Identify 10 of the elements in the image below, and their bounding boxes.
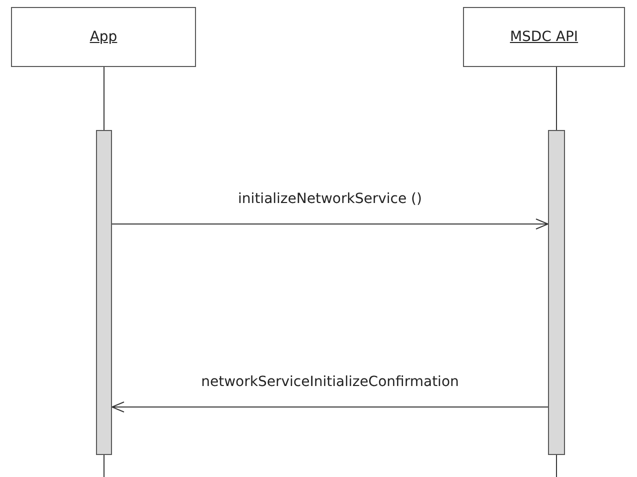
activation-bar [96, 130, 112, 455]
message-arrow [112, 402, 548, 412]
message-label: initializeNetworkService () [236, 191, 424, 207]
message-arrow [112, 218, 548, 230]
activation-bar [548, 130, 565, 455]
participant-box [11, 7, 196, 67]
participant-box [463, 7, 625, 67]
participant-name: MSDC API [510, 29, 578, 45]
lifeline [556, 66, 557, 130]
participant-name: App [90, 29, 118, 45]
